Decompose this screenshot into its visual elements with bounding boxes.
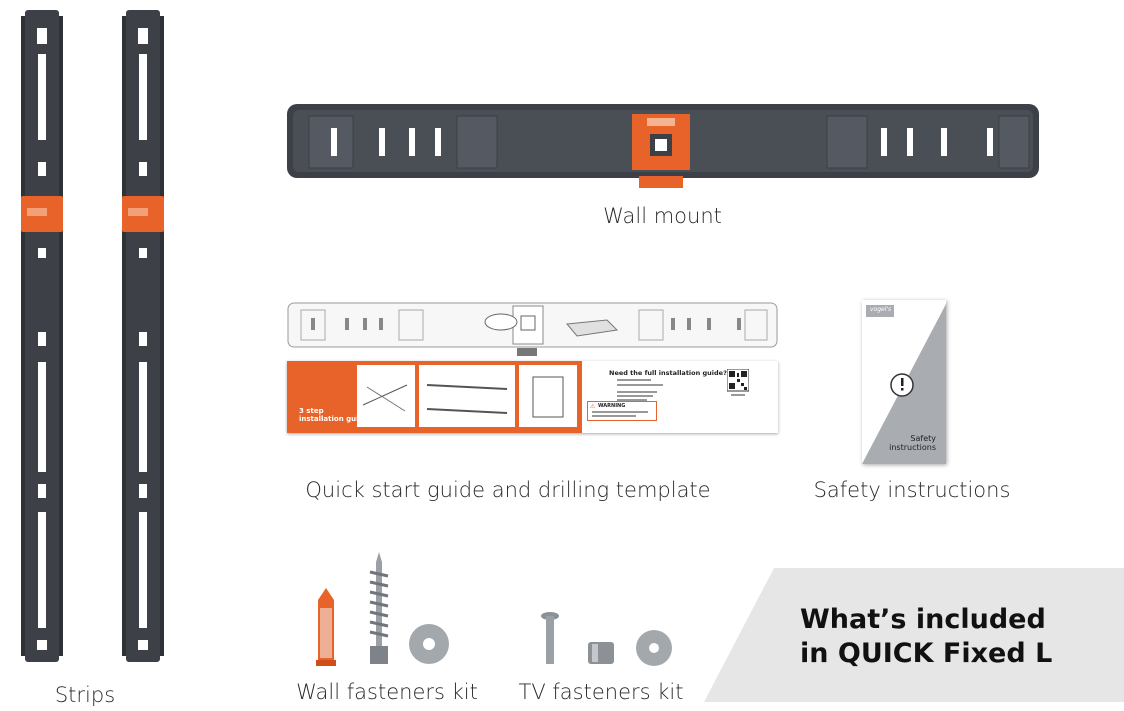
safety-instructions-label: Safety instructions (813, 478, 1011, 502)
strips-label: Strips (54, 683, 116, 707)
safety-card-brand: vogel's (870, 306, 892, 313)
tv-fasteners-image (536, 612, 676, 668)
guide-warning-label: WARNING (598, 403, 626, 409)
safety-instructions-card: vogel's Safety instructions (862, 300, 946, 464)
guide-text-lines (617, 379, 697, 403)
guide-step-panels (357, 365, 577, 429)
safety-card-text: Safety instructions (889, 434, 936, 452)
qr-code-icon (727, 369, 749, 399)
tv-fasteners-label: TV fasteners kit (518, 680, 684, 704)
safety-card-text-line2: instructions (889, 443, 936, 452)
guide-title: Need the full installation guide? (609, 369, 727, 377)
safety-card-text-line1: Safety (910, 434, 936, 443)
guide-steps-line2: installation guide (299, 415, 369, 423)
wall-fasteners-label: Wall fasteners kit (296, 680, 478, 704)
page-headline: What’s included in QUICK Fixed L (800, 603, 1052, 671)
guide-steps-line1: 3 step (299, 407, 324, 415)
headline-line2: in QUICK Fixed L (800, 638, 1053, 669)
wall-mount-image (287, 104, 1039, 190)
guide-steps-label: 3 step installation guide (299, 407, 368, 423)
strip-right (122, 10, 164, 662)
quick-start-guide: 3 step installation guide Need the full … (287, 361, 778, 433)
drilling-template (287, 302, 778, 360)
strip-left (21, 10, 63, 662)
quick-start-label: Quick start guide and drilling template (305, 478, 711, 502)
wall-mount-label: Wall mount (603, 204, 722, 228)
guide-warning-box: ⚠ WARNING (587, 401, 657, 421)
wall-fasteners-image (312, 552, 458, 670)
headline-line1: What’s included (800, 604, 1046, 635)
headline-panel (704, 568, 1124, 702)
warning-icon: ⚠ (590, 403, 596, 410)
